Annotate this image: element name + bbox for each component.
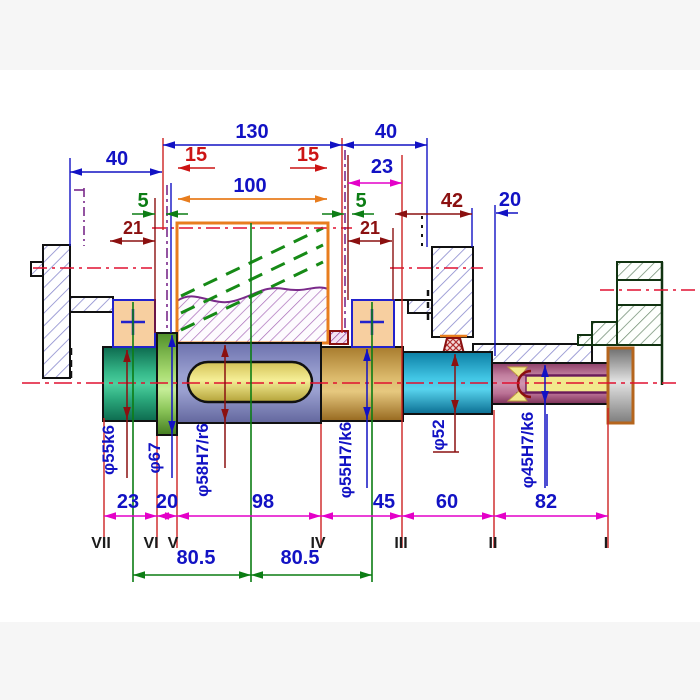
dim-805-right-label: 80.5 [281,547,320,569]
gear-hub-break [176,286,329,344]
end-washer-disc [606,346,635,425]
dia-label-58: φ58H7/r6 [193,423,212,497]
dim-82-label: 82 [535,491,557,513]
dim-23-bottom-label: 23 [117,491,139,513]
shaft-section-iv-tan [320,346,404,422]
gear-teeth-trace-lines [180,226,324,332]
key-cross-section [329,330,349,345]
section-mark-ii: II [489,535,498,552]
shaft-flange-vi [156,332,178,436]
section-mark-v: V [168,535,179,552]
coupling-hub [616,304,663,346]
dim-23-top-label: 23 [371,156,393,178]
housing-right-wall [431,246,474,338]
dia-label-67: φ67 [145,442,164,473]
dim-5-right-label: 5 [355,190,366,212]
dim-100-label: 100 [233,175,266,197]
dim-20-label: 20 [499,189,521,211]
centerlines [22,267,695,384]
dim-40-left-label: 40 [106,148,128,170]
section-mark-iii: III [394,535,407,552]
section-mark-vi: VI [143,535,158,552]
dia-label-52: φ52 [429,419,448,450]
coupling-rim [616,261,663,281]
dim-98-label: 98 [252,491,274,513]
dim-805-left-label: 80.5 [177,547,216,569]
top-margin-band [0,0,700,70]
dia-label-55k6: φ55k6 [99,425,118,475]
dim-21-left-label: 21 [123,218,143,238]
keyway-slot [186,360,314,404]
housing-left-bolt [30,261,44,277]
dim-20-bottom-label: 20 [156,491,178,513]
coupling-right [577,261,664,385]
coupling-step [591,321,618,346]
keyway-runout-arc [516,369,532,399]
dim-130-label: 130 [235,121,268,143]
dim-40-right-label: 40 [375,121,397,143]
dia-label-45: φ45H7/k6 [518,412,537,488]
hidden-key [525,375,609,393]
dimensions-top: 130 40 40 15 15 100 23 5 5 21 21 42 20 [70,121,521,245]
dim-45-label: 45 [373,491,395,513]
dim-15-right-label: 15 [297,144,319,166]
dim-5-left-label: 5 [137,190,148,212]
housing-left-wall [42,244,71,379]
section-mark-iv: IV [310,535,325,552]
diameter-callouts: φ55k6 φ67 φ58H7/r6 φ55H7/k6 φ52 φ45H7/k6 [99,335,549,498]
section-mark-vii: VII [91,535,111,552]
dia-label-55h7: φ55H7/k6 [336,422,355,498]
shaft-section-vii-teal [102,346,158,422]
bearing-left [112,299,156,348]
dimensions-bottom: 23 20 98 45 60 82 80.5 80.5 VII VI V IV … [91,491,608,579]
housing-right-bore-lip [407,299,433,314]
housing-left-bore-lip [69,296,114,313]
dim-21-right-label: 21 [360,218,380,238]
gear [152,221,352,345]
coupling-step-small [577,334,593,346]
bearings [112,299,395,348]
dim-60-label: 60 [436,491,458,513]
bottom-margin-band [0,622,700,700]
dim-42-label: 42 [441,190,463,212]
section-mark-i: I [604,535,608,552]
dim-15-left-label: 15 [185,144,207,166]
